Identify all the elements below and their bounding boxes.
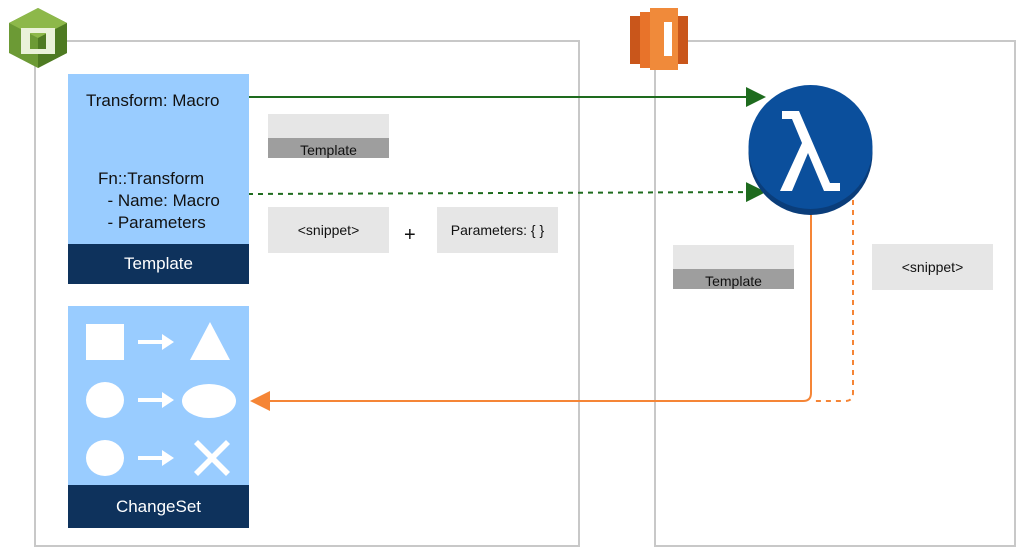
ellipse-icon <box>182 384 236 418</box>
arrow-right-icon <box>138 334 174 350</box>
circle-icon <box>86 440 124 476</box>
snippet-chip-left: <snippet> <box>268 207 389 253</box>
arrow-right-icon <box>138 450 174 466</box>
template-chip-top-label: Template <box>268 138 389 158</box>
template-return-arrow <box>250 210 812 411</box>
fn-transform-invoke-arrow <box>247 182 766 203</box>
cloudformation-region <box>34 40 580 547</box>
changeset-card: ChangeSet <box>68 306 249 528</box>
x-icon <box>194 440 230 476</box>
snippet-chip-right: <snippet> <box>872 244 993 290</box>
lambda-service-icon <box>630 8 688 70</box>
square-icon <box>86 324 124 360</box>
template-chip-top: Template <box>268 114 389 158</box>
parameters-chip: Parameters: { } <box>437 207 558 253</box>
fn-transform-text: Fn::Transform - Name: Macro - Parameters <box>98 169 220 232</box>
lambda-function-icon <box>748 85 873 215</box>
triangle-icon <box>190 322 230 360</box>
snippet-return-line <box>811 200 854 402</box>
arrow-right-icon <box>138 392 174 408</box>
template-card-footer: Template <box>68 244 249 284</box>
changeset-card-footer: ChangeSet <box>68 485 249 528</box>
lambda-region <box>654 40 1016 547</box>
circle-icon <box>86 382 124 418</box>
template-chip-right-label: Template <box>673 269 794 289</box>
transform-macro-text: Transform: Macro <box>86 91 220 110</box>
template-card: Transform: Macro Fn::Transform - Name: M… <box>68 74 249 284</box>
plus-sign: + <box>404 224 416 246</box>
template-chip-right: Template <box>673 245 794 289</box>
cloudformation-icon <box>9 8 67 68</box>
